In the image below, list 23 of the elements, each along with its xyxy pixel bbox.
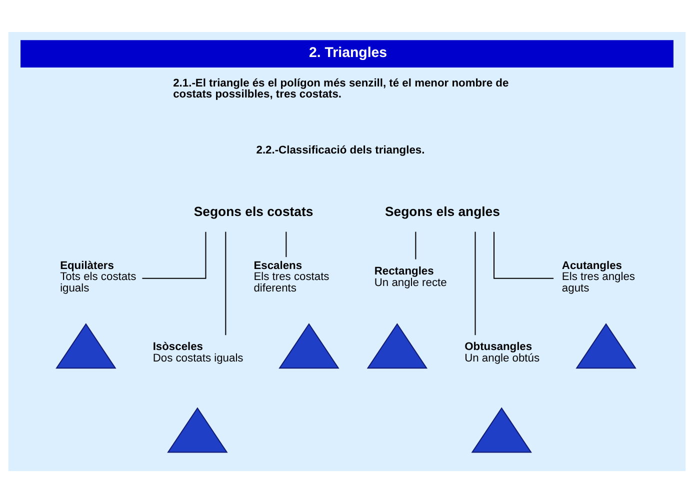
connector: [474, 232, 476, 336]
node-text: Equilàters Tots els costats iguals: [60, 260, 136, 294]
connector: [415, 232, 416, 260]
node-triangle: [471, 407, 532, 453]
label: 2.1.-El triangle és el polígon més senzill, té el menor nombre de costats possilbles, tres costats.: [173, 78, 509, 101]
node-triangle: [56, 323, 116, 369]
node-text: Obtusangles Un angle obtús: [464, 341, 540, 364]
node-triangle: [278, 323, 340, 369]
connector: [142, 232, 206, 279]
node-text: Rectangles Un angle recte: [374, 266, 447, 289]
node-triangle: [167, 407, 228, 453]
connector: [494, 232, 554, 279]
label: 2.2.-Classificació dels triangles.: [256, 144, 425, 156]
node-triangle: [576, 323, 636, 369]
node-text: Segons els angles: [385, 204, 500, 219]
node-text: Acutangles Els tres angles aguts: [562, 260, 636, 294]
node-triangle: [366, 323, 428, 369]
node-text: Escalens Els tres costats diferents: [254, 260, 330, 294]
node-text: Isòsceles Dos costats iguals: [152, 341, 244, 364]
connector: [225, 232, 226, 336]
node-text: Segons els costats: [194, 204, 314, 219]
connector: [286, 232, 287, 258]
diagram-title: 2. Triangles: [308, 45, 388, 62]
